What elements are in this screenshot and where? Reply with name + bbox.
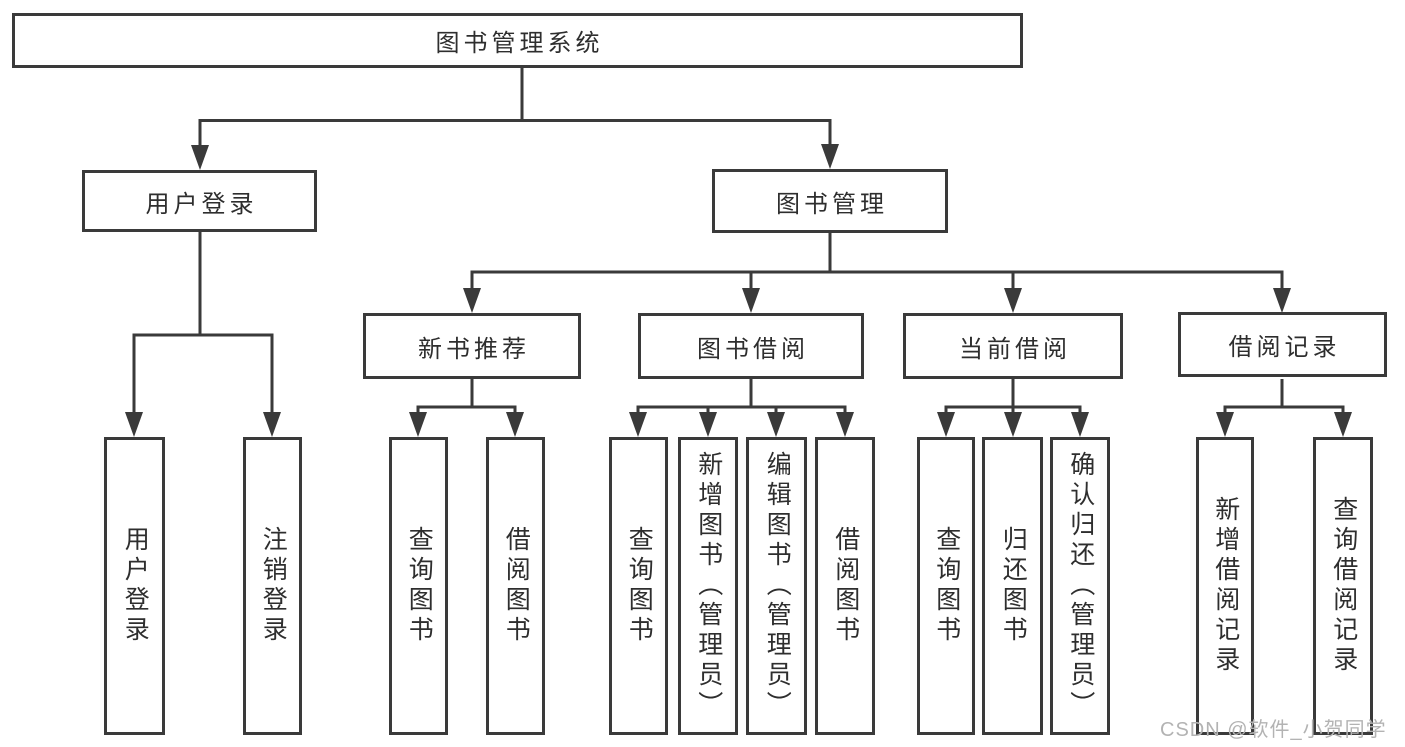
leaf-borrow-books-recommend-label: 借阅图书 xyxy=(502,526,531,646)
leaf-borrow-books-label: 借阅图书 xyxy=(831,526,860,646)
leaf-query-books-borrow: 查询图书 xyxy=(609,437,668,735)
leaf-query-books-recommend: 查询图书 xyxy=(389,437,448,735)
arrowheads xyxy=(125,144,1352,437)
section-new-book-recommend-box: 新书推荐 xyxy=(363,313,581,379)
leaf-borrow-books: 借阅图书 xyxy=(815,437,875,735)
leaf-query-books-recommend-label: 查询图书 xyxy=(405,526,434,646)
leaf-edit-book-admin: 编辑图书（管理员） xyxy=(746,437,807,735)
leaf-confirm-return-admin-label: 确认归还（管理员） xyxy=(1066,451,1095,721)
leaf-query-borrow-record-label: 查询借阅记录 xyxy=(1329,496,1358,676)
branch-user-login-box: 用户登录 xyxy=(82,170,317,232)
leaf-add-book-admin-label: 新增图书（管理员） xyxy=(694,451,723,721)
leaf-user-login-label: 用户登录 xyxy=(121,526,150,646)
leaf-query-books-borrow-label: 查询图书 xyxy=(625,526,654,646)
leaf-query-books-current-label: 查询图书 xyxy=(932,526,961,646)
leaf-logout: 注销登录 xyxy=(243,437,302,735)
leaf-return-book: 归还图书 xyxy=(982,437,1043,735)
branch-book-management-box: 图书管理 xyxy=(712,169,948,233)
leaf-add-book-admin: 新增图书（管理员） xyxy=(678,437,738,735)
leaf-query-books-current: 查询图书 xyxy=(917,437,975,735)
section-current-borrow-box: 当前借阅 xyxy=(903,313,1123,379)
leaf-query-borrow-record: 查询借阅记录 xyxy=(1313,437,1373,735)
section-book-borrow-box: 图书借阅 xyxy=(638,313,864,379)
leaf-add-borrow-record-label: 新增借阅记录 xyxy=(1211,496,1240,676)
leaf-logout-label: 注销登录 xyxy=(259,526,288,646)
leaf-add-borrow-record: 新增借阅记录 xyxy=(1196,437,1254,735)
leaf-borrow-books-recommend: 借阅图书 xyxy=(486,437,545,735)
csdn-watermark: CSDN @软件_小贺同学 xyxy=(1160,719,1387,741)
leaf-confirm-return-admin: 确认归还（管理员） xyxy=(1050,437,1110,735)
leaf-edit-book-admin-label: 编辑图书（管理员） xyxy=(763,451,792,721)
root-node-library-management-system: 图书管理系统 xyxy=(12,13,1023,68)
leaf-return-book-label: 归还图书 xyxy=(999,526,1028,646)
section-borrow-records-box: 借阅记录 xyxy=(1178,312,1387,377)
leaf-user-login: 用户登录 xyxy=(104,437,165,735)
